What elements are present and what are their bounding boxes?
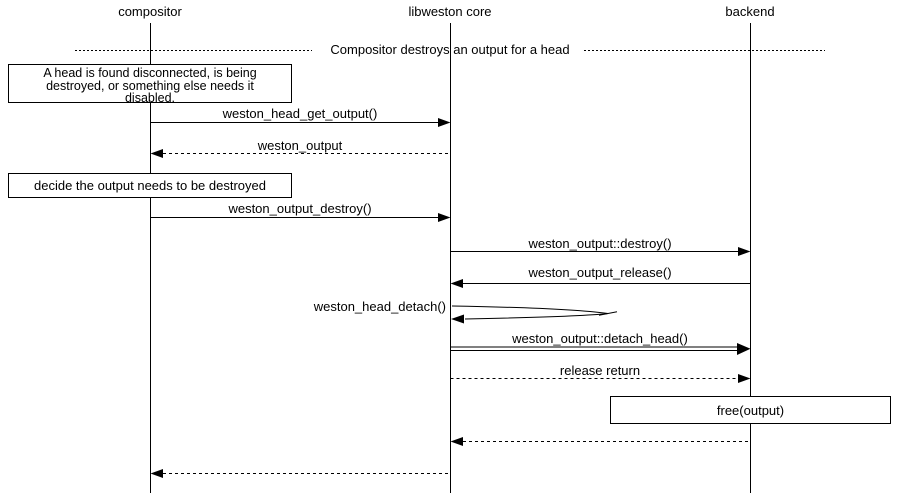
message-label-weston-head-detach: weston_head_detach()	[313, 299, 446, 314]
arrowhead-right-4	[738, 247, 751, 256]
note-head-disconnected: A head is found disconnected, is being d…	[8, 64, 292, 106]
message-label-weston-output-detach-head: weston_output::detach_head()	[512, 331, 688, 346]
actor-libweston-core: libweston core	[408, 4, 492, 19]
message-label-weston-output-destroy-vfunc: weston_output::destroy()	[528, 236, 672, 251]
message-label-release-return: release return	[559, 363, 641, 378]
self-message-loop-tip	[598, 311, 618, 316]
arrowhead-left-10	[150, 469, 163, 478]
note-free-output: free(output)	[610, 396, 891, 424]
arrowhead-left-6	[451, 314, 464, 324]
arrowhead-right-3	[438, 213, 451, 222]
arrowhead-right-7	[737, 343, 751, 355]
actor-backend: backend	[725, 4, 775, 19]
note-line: destroyed, or something else needs it	[46, 78, 254, 93]
message-label-weston-output-destroy: weston_output_destroy()	[228, 201, 372, 216]
actor-compositor: compositor	[118, 4, 182, 19]
message-label-weston-head-get-output: weston_head_get_output()	[222, 106, 378, 121]
diagram-title: Compositor destroys an output for a head	[330, 42, 570, 57]
note-decide-destroy: decide the output needs to be destroyed	[8, 173, 292, 198]
arrowhead-right-1	[438, 118, 451, 127]
arrowhead-left-5	[450, 279, 463, 288]
note-line: disabled.	[124, 91, 176, 106]
message-label-weston-output: weston_output	[257, 138, 343, 153]
note-line: A head is found disconnected, is being	[43, 66, 257, 80]
arrowhead-right-8	[738, 374, 751, 383]
arrowhead-left-2	[150, 149, 163, 158]
self-message-loop-top	[451, 305, 609, 314]
message-label-weston-output-release: weston_output_release()	[528, 265, 672, 280]
self-message-loop-bottom	[464, 313, 609, 320]
arrowhead-left-9	[450, 437, 463, 446]
